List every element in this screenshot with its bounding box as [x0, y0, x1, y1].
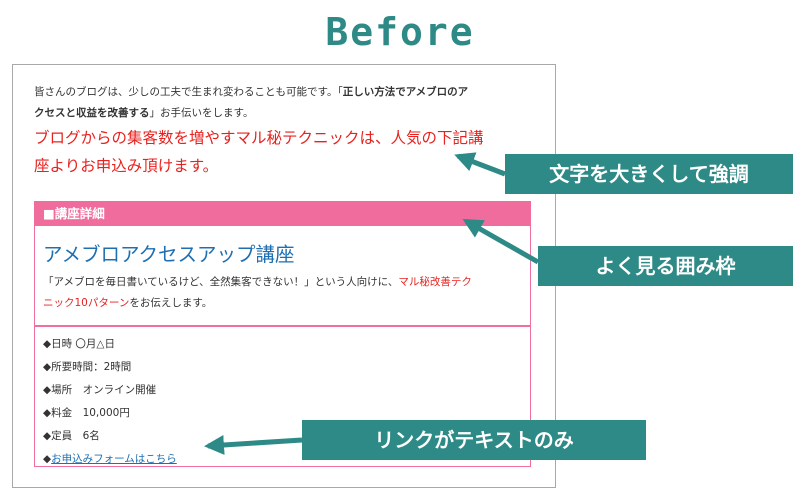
callout-link: リンクがテキストのみ — [302, 420, 646, 460]
course-desc-highlight-2: ニック10パターン — [43, 297, 130, 309]
course-box-header: ■講座詳細 — [34, 201, 531, 226]
page-heading: Before — [325, 10, 475, 54]
callout-frame: よく見る囲み枠 — [538, 246, 793, 286]
course-desc-text-2: をお伝えします。 — [129, 297, 213, 309]
intro-bold-1: 正しい方法でアメブロのア — [342, 86, 469, 98]
course-description: 「アメブロを毎日書いているけど、全然集客できない！」という人向けに、マル秘改善テ… — [43, 272, 523, 314]
course-box-divider — [34, 325, 531, 327]
course-desc-text-1: 「アメブロを毎日書いているけど、全然集客できない！」という人向けに、 — [43, 276, 399, 288]
emphasis-line-2: 座よりお申込み頂けます。 — [34, 157, 219, 175]
intro-text-1: 皆さんのブログは、少しの工夫で生まれ変わることも可能です。「 — [34, 86, 343, 98]
course-details-list: ◆日時 〇月△日 ◆所要時間：2時間 ◆場所 オンライン開催 ◆料金 10,00… — [43, 333, 523, 471]
link-bullet: ◆ — [43, 453, 52, 465]
callout-emphasis: 文字を大きくして強調 — [505, 154, 793, 194]
detail-capacity: ◆定員 6名 — [43, 430, 100, 442]
detail-date: ◆日時 〇月△日 — [43, 338, 115, 350]
intro-text-2: 」お手伝いをします。 — [149, 107, 254, 119]
detail-duration: ◆所要時間：2時間 — [43, 361, 132, 373]
detail-application: ◆お申込みフォームはこちら — [43, 448, 523, 471]
detail-place: ◆場所 オンライン開催 — [43, 384, 157, 396]
intro-paragraph: 皆さんのブログは、少しの工夫で生まれ変わることも可能です。「正しい方法でアメブロ… — [34, 82, 534, 124]
intro-bold-2: クセスと収益を改善する — [34, 107, 150, 119]
course-title: アメブロアクセスアップ講座 — [43, 243, 295, 266]
application-form-link[interactable]: お申込みフォームはこちら — [51, 453, 177, 465]
course-desc-highlight-1: マル秘改善テク — [398, 276, 472, 288]
emphasis-line-1: ブログからの集客数を増やすマル秘テクニックは、人気の下記講 — [34, 129, 484, 147]
emphasis-paragraph: ブログからの集客数を増やすマル秘テクニックは、人気の下記講 座よりお申込み頂けま… — [34, 124, 534, 180]
detail-fee: ◆料金 10,000円 — [43, 407, 130, 419]
